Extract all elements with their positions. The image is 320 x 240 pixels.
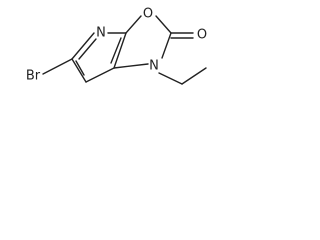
bond-c7a-c3a <box>113 32 127 69</box>
bond-c5-br <box>42 58 73 75</box>
atom-labels: N O O N Br <box>26 7 207 84</box>
bond-c6-n7-double <box>78 38 97 60</box>
bond-o1-c2 <box>155 15 172 34</box>
atom-bromine: Br <box>26 69 41 84</box>
atom-o-carbonyl: O <box>197 28 207 43</box>
bond-c7a-c3a-double <box>110 37 122 64</box>
atom-o-ring: O <box>143 7 153 22</box>
bond-c7a-o1 <box>125 15 142 34</box>
bond-c4-c5 <box>71 58 87 83</box>
bond-c2-n3 <box>161 32 172 59</box>
atom-n-amide: N <box>149 59 159 74</box>
bond-ethyl-ch2-ch3 <box>181 67 207 85</box>
bonds <box>42 15 207 85</box>
bond-c6-n7 <box>71 32 95 60</box>
bond-c3a-c4 <box>85 67 115 83</box>
bond-c4-c5-double <box>75 60 85 76</box>
bond-n3-ethyl-ch2 <box>158 72 183 85</box>
atom-n-pyridine: N <box>96 26 106 41</box>
chemical-structure-diagram: N O O N Br <box>26 7 207 85</box>
bond-n3-c3a <box>113 63 149 69</box>
